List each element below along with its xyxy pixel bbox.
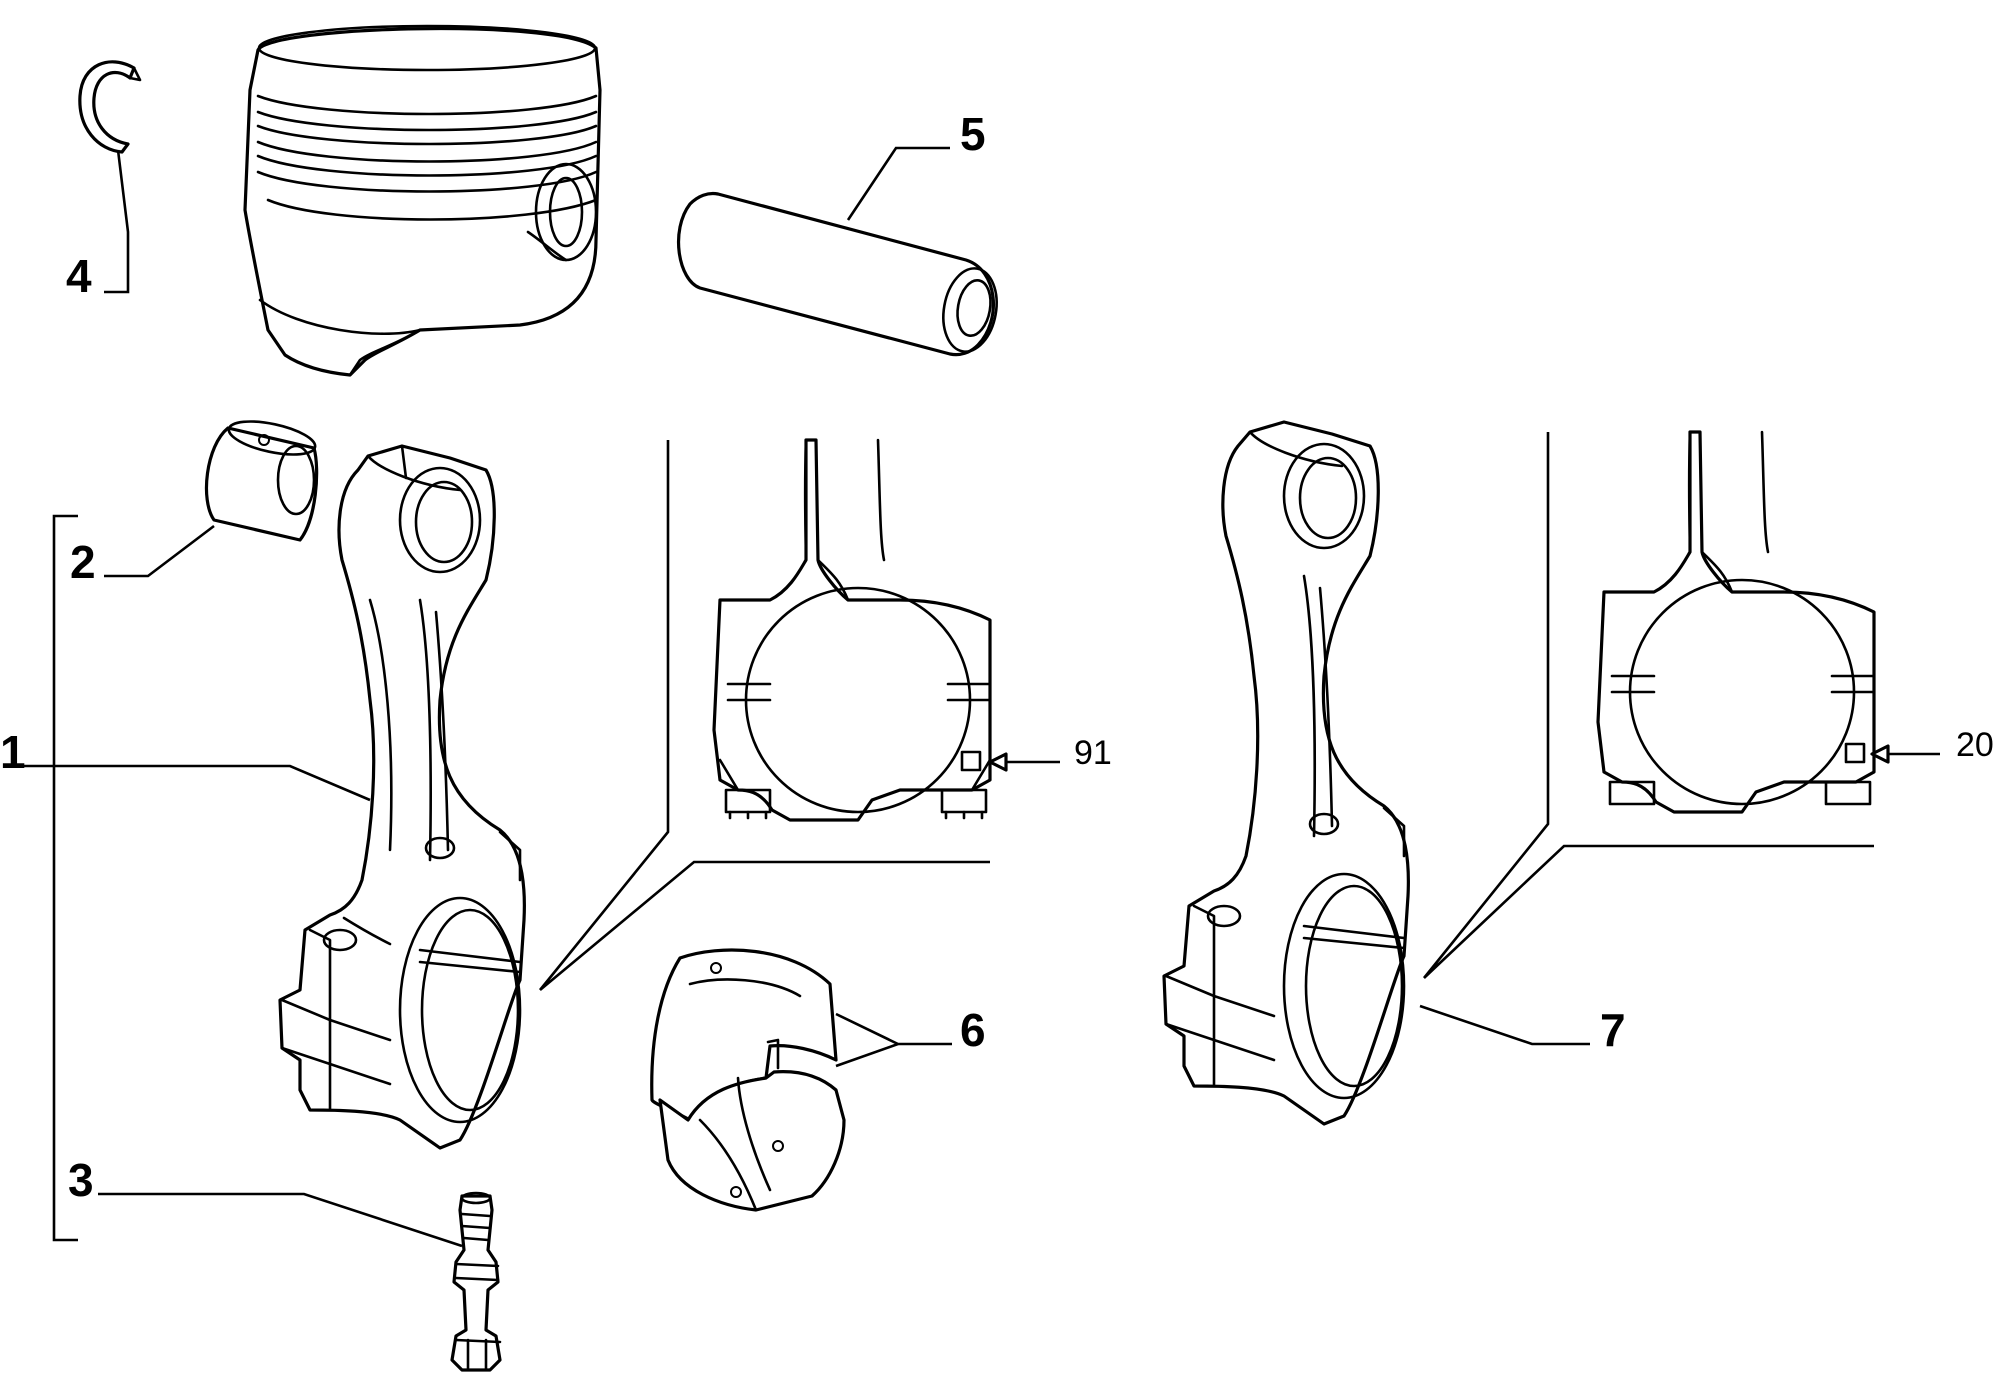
connecting-rod-right[interactable]: [1162, 420, 1410, 1126]
ref-label-91: 91: [1074, 734, 1112, 772]
callout-2: 2: [70, 536, 96, 588]
callout-4: 4: [66, 250, 92, 302]
callout-1: 1: [0, 726, 26, 778]
callout-6: 6: [960, 1004, 986, 1056]
small-end-bushing-part[interactable]: [204, 415, 319, 542]
leader-2: [104, 524, 215, 578]
circlip-part[interactable]: [78, 60, 142, 154]
leader-lines: [24, 146, 1940, 1248]
bracket-1: [52, 514, 78, 1242]
callout-5: 5: [960, 108, 986, 160]
detail-frame-20: [1422, 432, 1874, 979]
leader-4: [104, 149, 130, 294]
callout-labels: 1 2 3 4 5 6 7 91 20: [0, 108, 1994, 1206]
connecting-rod-left[interactable]: [278, 444, 526, 1150]
leader-6a: [835, 1012, 952, 1046]
callout-3: 3: [68, 1154, 94, 1206]
detail-frame-91: [538, 440, 990, 991]
leader-3: [98, 1192, 463, 1248]
ref-label-20: 20: [1956, 726, 1994, 764]
piston-part[interactable]: [243, 24, 602, 377]
bolt-part[interactable]: [450, 1191, 502, 1372]
big-end-detail-20[interactable]: [1596, 430, 1876, 814]
leader-6b: [835, 1042, 899, 1068]
ref-arrow-91: [988, 752, 1008, 772]
big-end-detail-91[interactable]: [712, 438, 992, 822]
leader-7: [1419, 1004, 1590, 1046]
bearing-shells-part[interactable]: [650, 948, 846, 1212]
leader-1: [24, 764, 371, 802]
leader-5: [846, 146, 950, 221]
ref-arrow-20: [1870, 744, 1890, 764]
piston-pin-part[interactable]: [677, 191, 1003, 357]
callout-7: 7: [1600, 1004, 1626, 1056]
